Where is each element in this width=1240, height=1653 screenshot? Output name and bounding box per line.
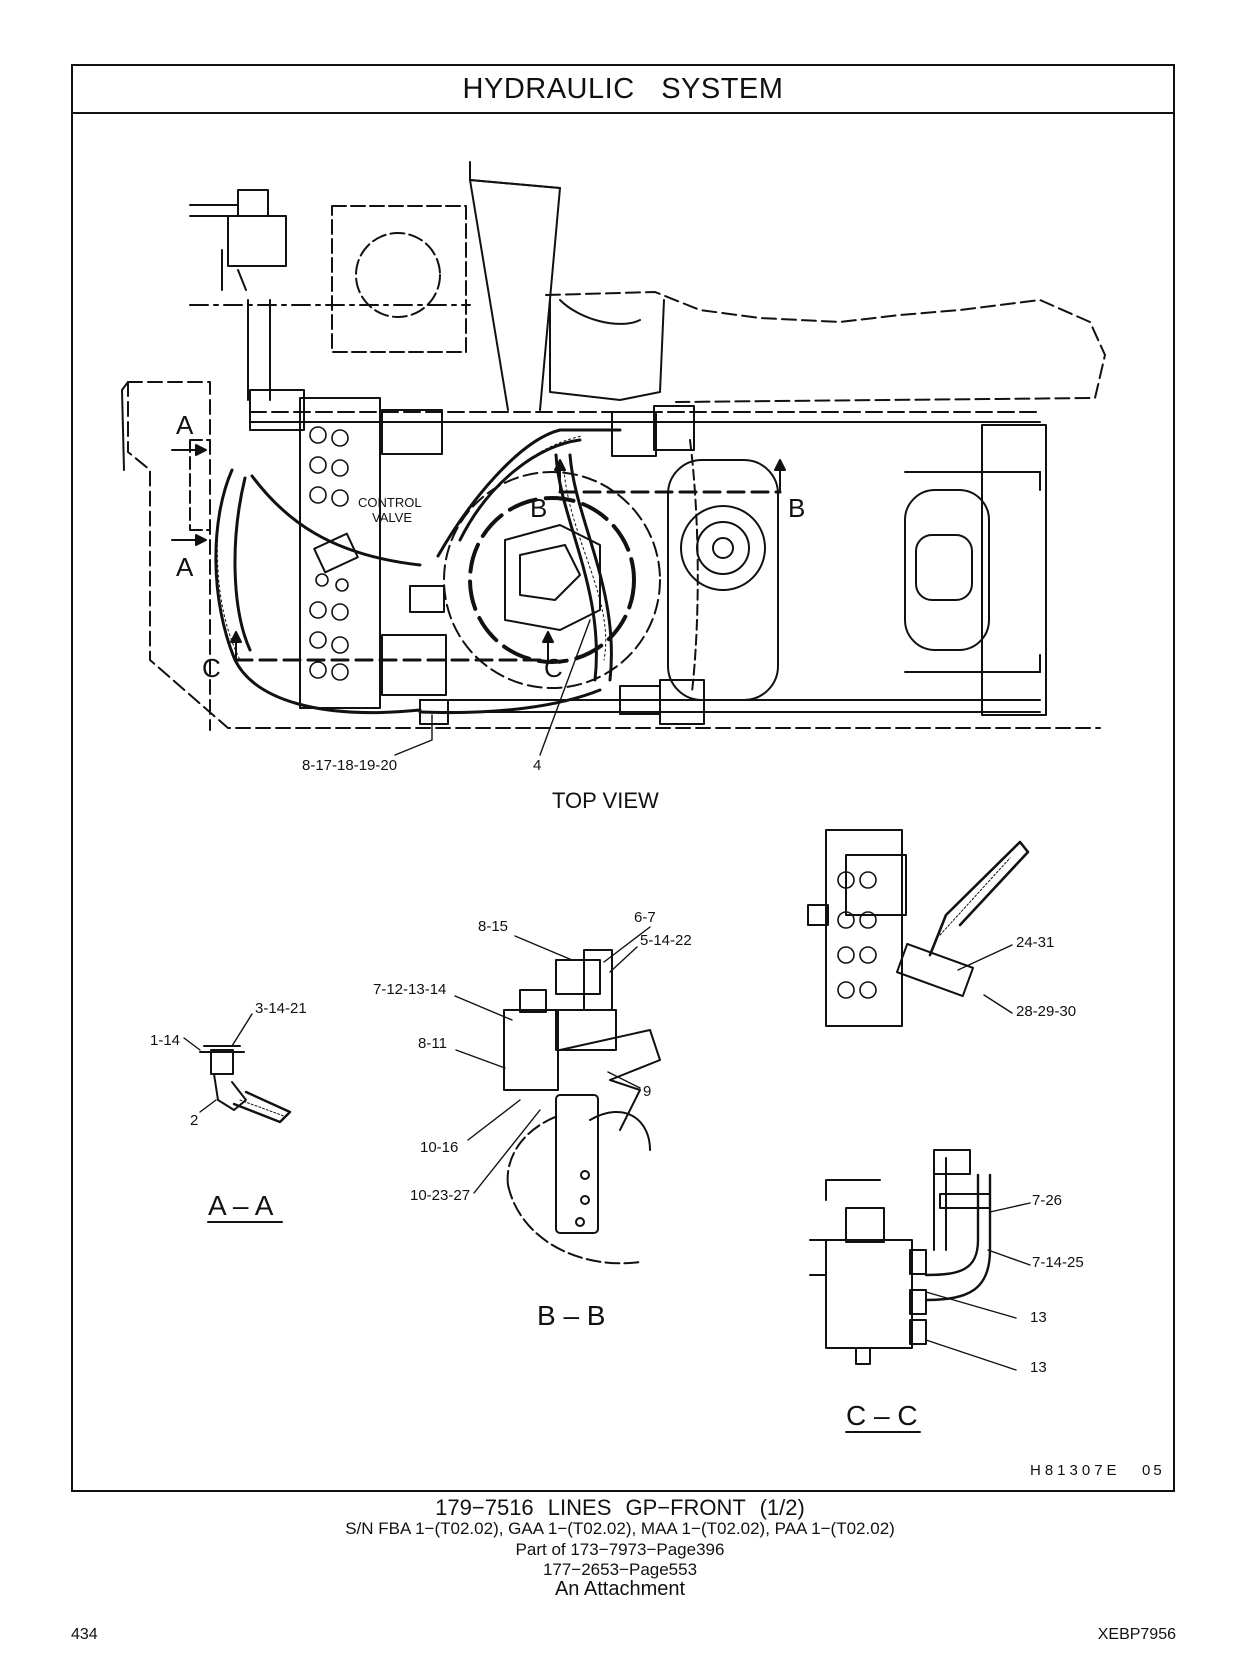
bb-callout-7-12-13-14: 7-12-13-14 xyxy=(373,981,446,998)
section-b-left: B xyxy=(530,493,547,523)
section-c-right: C xyxy=(544,653,563,683)
aa-callout-1-14: 1-14 xyxy=(150,1032,180,1049)
drawing-revision: 05 xyxy=(1142,1462,1165,1479)
drawing-frame: HYDRAULIC SYSTEM xyxy=(71,64,1175,1492)
top-view-caption: TOP VIEW xyxy=(552,788,659,813)
section-a-upper: A xyxy=(176,410,194,440)
title-bar: HYDRAULIC SYSTEM xyxy=(73,66,1173,114)
page-title: HYDRAULIC SYSTEM xyxy=(462,72,784,105)
footer-title: 179−7516 LINES GP−FRONT (1/2) xyxy=(435,1495,805,1520)
aa-callout-2: 2 xyxy=(190,1112,198,1129)
bb-callout-10-23-27: 10-23-27 xyxy=(410,1187,470,1204)
bb-callout-8-15: 8-15 xyxy=(478,918,508,935)
aa-callout-3-14-21: 3-14-21 xyxy=(255,1000,307,1017)
section-a-a: 3-14-21 1-14 2 A – A xyxy=(150,1000,307,1223)
document-code: XEBP7956 xyxy=(1097,1626,1176,1643)
aa-caption: A – A xyxy=(208,1190,274,1221)
page-number: 434 xyxy=(71,1626,98,1643)
bb-callout-8-11: 8-11 xyxy=(418,1035,447,1052)
bb-callout-10-16: 10-16 xyxy=(420,1139,458,1156)
cc-caption: C – C xyxy=(846,1400,918,1431)
section-b-right: B xyxy=(788,493,805,523)
top-view: CONTROL VALVE A A B B C C 8-17-18-19-20 … xyxy=(121,161,1106,813)
section-b-b: 8-15 6-7 5-14-22 7-12-13-14 8-11 9 10-16… xyxy=(373,909,692,1331)
callout-8-17-18-19-20: 8-17-18-19-20 xyxy=(302,757,397,774)
section-c-left: C xyxy=(202,653,221,683)
drawing-code: H81307E xyxy=(1030,1462,1121,1479)
cc-callout-13-lower: 13 xyxy=(1030,1359,1047,1376)
part-of-line-1: Part of 173−7973−Page396 xyxy=(515,1540,725,1559)
control-valve-label-1: CONTROL xyxy=(358,495,422,510)
cc-callout-7-26: 7-26 xyxy=(1032,1192,1062,1209)
detail-callout-28-29-30: 28-29-30 xyxy=(1016,1003,1076,1020)
attachment-label: An Attachment xyxy=(554,1578,686,1600)
detail-callout-24-31: 24-31 xyxy=(1016,934,1054,951)
part-of-line-2: 177−2653−Page553 xyxy=(542,1560,698,1579)
cc-callout-13-upper: 13 xyxy=(1030,1309,1047,1326)
bb-caption: B – B xyxy=(537,1300,605,1331)
section-c-c: 7-26 7-14-25 13 13 C – C xyxy=(809,1149,1084,1433)
callout-4: 4 xyxy=(533,757,541,774)
bb-callout-9: 9 xyxy=(643,1083,651,1100)
bb-callout-6-7: 6-7 xyxy=(634,909,656,926)
section-a-lower: A xyxy=(176,552,194,582)
control-valve-label-2: VALVE xyxy=(372,510,412,525)
cc-callout-7-14-25: 7-14-25 xyxy=(1032,1254,1084,1271)
serial-number-line: S/N FBA 1−(T02.02), GAA 1−(T02.02), MAA … xyxy=(345,1519,895,1538)
control-valve-detail: 24-31 28-29-30 xyxy=(807,829,1076,1027)
bb-callout-5-14-22: 5-14-22 xyxy=(640,932,692,949)
